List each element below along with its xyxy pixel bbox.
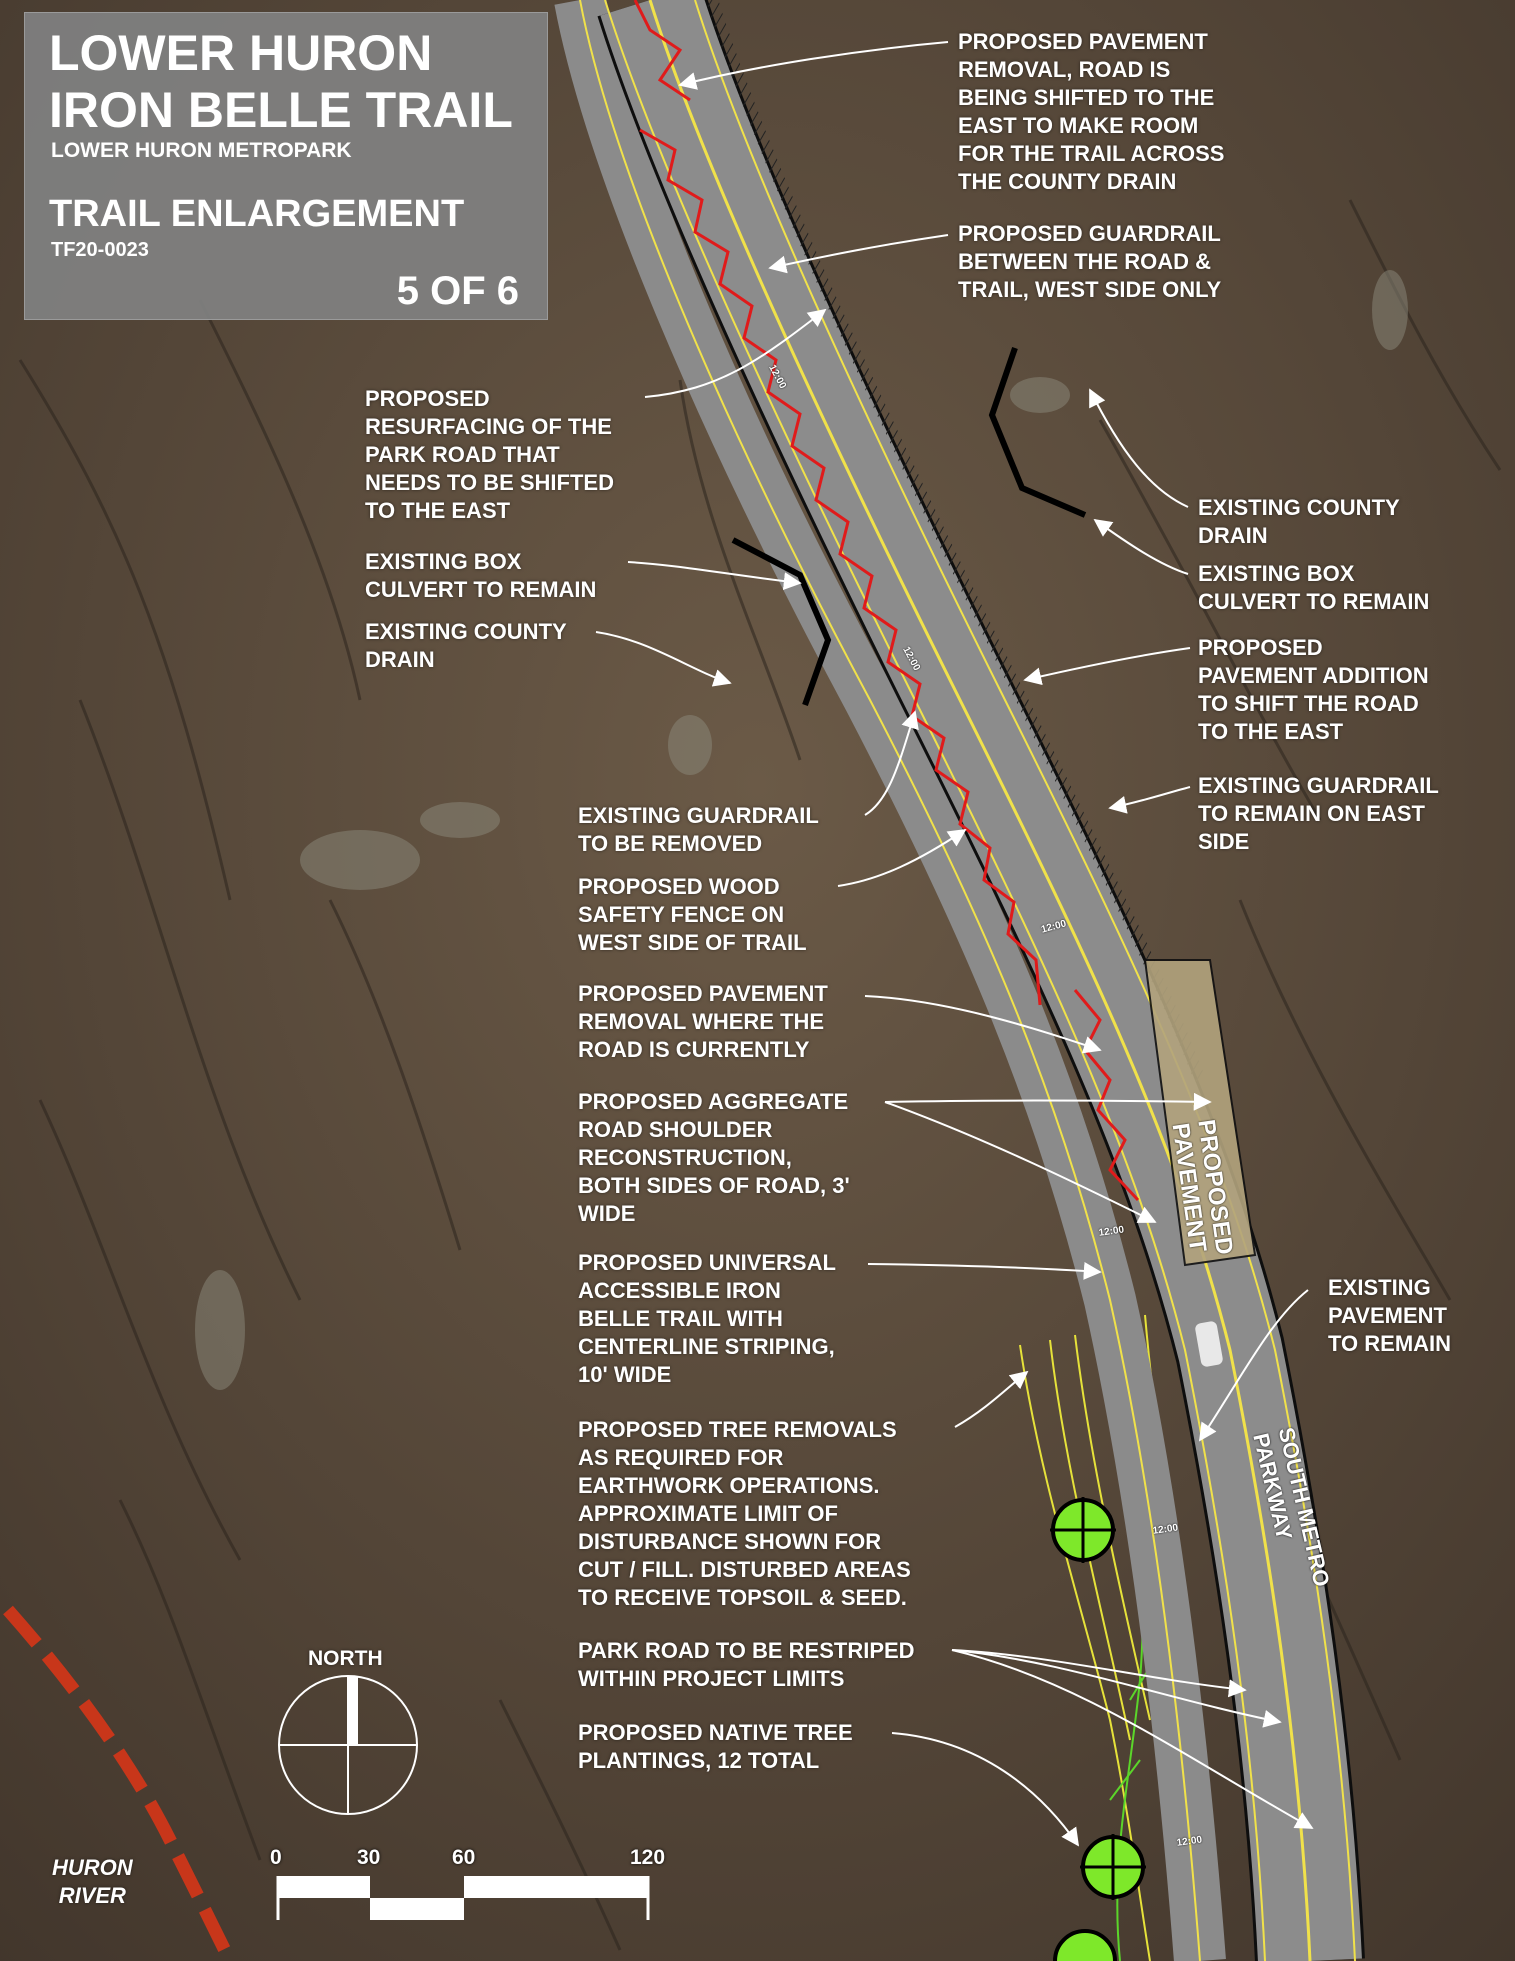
note-restriped: PARK ROAD TO BE RESTRIPED WITHIN PROJECT… <box>578 1638 915 1691</box>
note-resurfacing: PROPOSED RESURFACING OF THE PARK ROAD TH… <box>365 386 614 523</box>
guardrail-remove-zigzag <box>639 128 1042 1006</box>
tree-planting-1 <box>1050 1497 1116 1563</box>
tree-planting-3 <box>1053 1929 1117 1961</box>
scale-tick-60: 60 <box>452 1846 476 1869</box>
vehicle <box>1195 1321 1223 1367</box>
note-guardrail-removed: EXISTING GUARDRAIL TO BE REMOVED <box>578 803 819 856</box>
scale-bar <box>276 1876 650 1920</box>
proposed-pavement-band <box>1143 959 1257 1267</box>
note-native-trees: PROPOSED NATIVE TREE PLANTINGS, 12 TOTAL <box>578 1720 853 1773</box>
note-pavement-removal-current: PROPOSED PAVEMENT REMOVAL WHERE THE ROAD… <box>578 981 828 1062</box>
note-county-drain-east: EXISTING COUNTY DRAIN <box>1198 495 1400 548</box>
pavement-removal-marks <box>1073 989 1140 1202</box>
project-code: TF20-0023 <box>51 239 149 261</box>
scale-tick-0: 0 <box>270 1846 282 1869</box>
note-box-culvert-east: EXISTING BOX CULVERT TO REMAIN <box>1198 561 1430 614</box>
road-centerline <box>648 0 1312 1961</box>
north-arrow <box>278 1675 418 1815</box>
note-universal-trail: PROPOSED UNIVERSAL ACCESSIBLE IRON BELLE… <box>578 1250 836 1387</box>
north-label: NORTH <box>308 1647 383 1670</box>
note-pavement-addition: PROPOSED PAVEMENT ADDITION TO SHIFT THE … <box>1198 635 1429 744</box>
note-wood-fence: PROPOSED WOOD SAFETY FENCE ON WEST SIDE … <box>578 874 807 955</box>
note-guardrail-remain-east: EXISTING GUARDRAIL TO REMAIN ON EAST SID… <box>1198 773 1439 854</box>
guardrail-remove-top <box>633 0 691 102</box>
river-label: HURON RIVER <box>52 1855 133 1908</box>
note-pavement-removal-shift: PROPOSED PAVEMENT REMOVAL, ROAD IS BEING… <box>958 29 1225 194</box>
note-county-drain-west: EXISTING COUNTY DRAIN <box>365 619 567 672</box>
scale-tick-30: 30 <box>357 1846 381 1869</box>
sheet-subtitle: TRAIL ENLARGEMENT <box>49 193 465 235</box>
scale-tick-120: 120 <box>630 1846 666 1869</box>
note-existing-pavement: EXISTING PAVEMENT TO REMAIN <box>1328 1275 1452 1356</box>
note-aggregate-shoulder: PROPOSED AGGREGATE ROAD SHOULDER RECONST… <box>578 1089 850 1226</box>
box-culvert-east <box>988 347 1087 518</box>
note-box-culvert-west: EXISTING BOX CULVERT TO REMAIN <box>365 549 597 602</box>
huron-river-line <box>3 1605 236 1961</box>
sheet-number: 5 OF 6 <box>396 269 519 313</box>
terrain-light-patches <box>195 270 1408 1390</box>
tree-planting-2 <box>1080 1834 1146 1900</box>
note-tree-removals: PROPOSED TREE REMOVALS AS REQUIRED FOR E… <box>578 1417 911 1610</box>
note-guardrail-west: PROPOSED GUARDRAIL BETWEEN THE ROAD & TR… <box>958 221 1222 302</box>
trail-centerline <box>579 0 1201 1961</box>
park-name: LOWER HURON METROPARK <box>51 139 352 162</box>
leader-lines <box>595 41 1314 1847</box>
road-edge-line-west <box>604 0 1266 1961</box>
title-block: LOWER HURON IRON BELLE TRAIL LOWER HURON… <box>24 12 548 320</box>
project-title: LOWER HURON IRON BELLE TRAIL <box>49 25 513 138</box>
box-culvert-west <box>731 537 832 707</box>
